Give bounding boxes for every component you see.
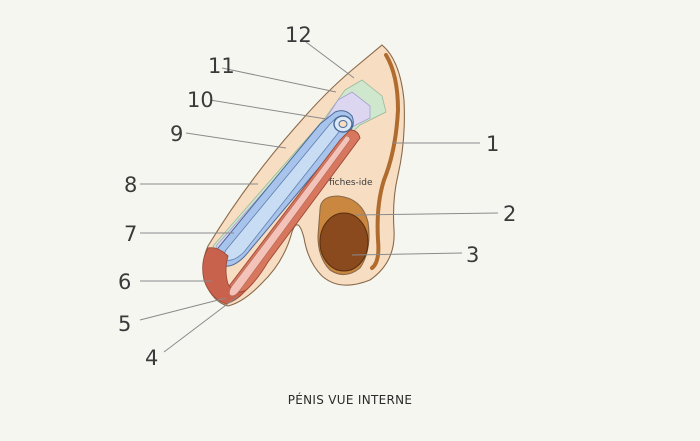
label-12: 12 [285,23,312,47]
glans [202,247,247,305]
label-11: 11 [208,54,235,78]
label-9: 9 [170,122,183,146]
leader-line-11 [221,67,337,93]
label-7: 7 [124,222,137,246]
leader-line-2 [354,212,499,216]
label-10: 10 [187,88,214,112]
leader-line-4 [163,295,239,353]
leader-line-3 [351,252,463,256]
vas-deferens [370,53,401,270]
diagram-caption: PÉNIS VUE INTERNE [288,392,413,407]
leader-line-12 [305,41,355,79]
label-2: 2 [503,202,516,226]
label-8: 8 [124,173,137,197]
label-6: 6 [118,270,131,294]
leader-line-10 [209,99,327,120]
testis [319,212,369,272]
urethra [229,135,351,297]
label-3: 3 [466,243,479,267]
watermark-text: fiches-ide [329,178,373,188]
label-4: 4 [145,346,158,370]
label-1: 1 [486,132,499,156]
label-5: 5 [118,312,131,336]
leader-line-9 [185,132,287,149]
leader-line-5 [139,297,227,321]
